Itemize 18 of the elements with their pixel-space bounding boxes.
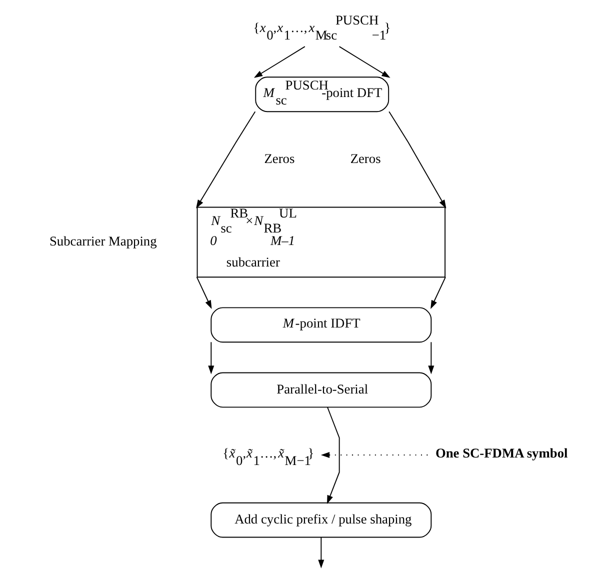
arrow [254,46,306,78]
arrow [430,276,446,309]
label: Zeros [350,150,381,166]
node-label: Subcarrier Mapping [49,234,157,249]
label: Zeros [264,150,295,166]
node-box: Add cyclic prefix / pulse shaping [210,502,432,538]
node-box: Parallel-to-Serial [210,372,432,408]
arrow [320,452,428,458]
node-text: One SC-FDMA symbol [435,446,568,461]
node-box: M-point IDFT [210,307,432,343]
arrow [327,406,340,504]
arrow [208,342,214,374]
arrow [196,111,256,208]
arrow [338,46,390,78]
arrow [318,536,324,568]
arrow [428,342,434,374]
arrow [388,111,446,208]
arrow [196,276,212,309]
